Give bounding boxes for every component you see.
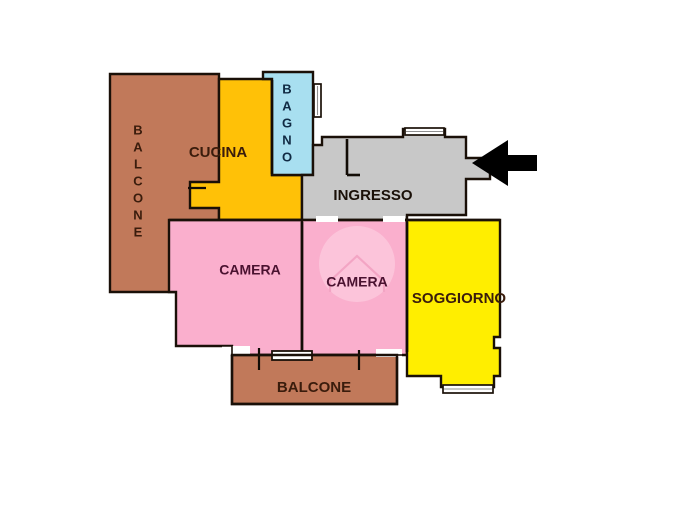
room-soggiorno — [405, 218, 502, 389]
watermark-logo — [319, 226, 395, 302]
label-balcone-left-letter: A — [133, 139, 143, 154]
ingresso-top-window — [404, 127, 445, 136]
label-balcone-left-letter: C — [133, 173, 143, 188]
label-camera-left: CAMERA — [219, 262, 280, 278]
room-camera-left — [167, 218, 304, 357]
label-ingresso: INGRESSO — [333, 187, 413, 204]
door-gap-ingresso-camera-right — [316, 216, 338, 222]
label-bagno-letter: O — [282, 149, 292, 164]
balcone-bottom-outline — [230, 353, 399, 406]
label-cucina: CUCINA — [189, 144, 247, 161]
label-balcone-left-letter: N — [133, 207, 142, 222]
label-balcone-bottom: BALCONE — [277, 379, 351, 396]
label-bagno-letter: A — [282, 98, 292, 113]
label-soggiorno: SOGGIORNO — [412, 290, 507, 307]
label-balcone-left-letter: L — [134, 156, 142, 171]
label-balcone-left-letter: E — [134, 224, 143, 239]
entrance-direction-arrow — [472, 140, 537, 186]
balcone-door-right-gap — [376, 349, 402, 357]
label-bagno-letter: N — [282, 132, 291, 147]
balcone-door-left-gap — [222, 346, 250, 355]
room-ingresso — [300, 127, 492, 222]
label-balcone-left-letter: B — [133, 122, 142, 137]
bagno-window — [313, 83, 322, 118]
soggiorno-bottom-window — [442, 384, 494, 394]
label-bagno-letter: B — [282, 81, 291, 96]
door-gap-camera-right-soggiorno — [383, 216, 405, 222]
room-bagno — [261, 70, 315, 177]
label-bagno-letter: G — [282, 115, 292, 130]
label-camera-right: CAMERA — [326, 274, 387, 290]
balcone-left-jamb — [222, 345, 233, 355]
label-balcone-left: BALCONE — [133, 122, 143, 239]
label-balcone-left-letter: O — [133, 190, 143, 205]
